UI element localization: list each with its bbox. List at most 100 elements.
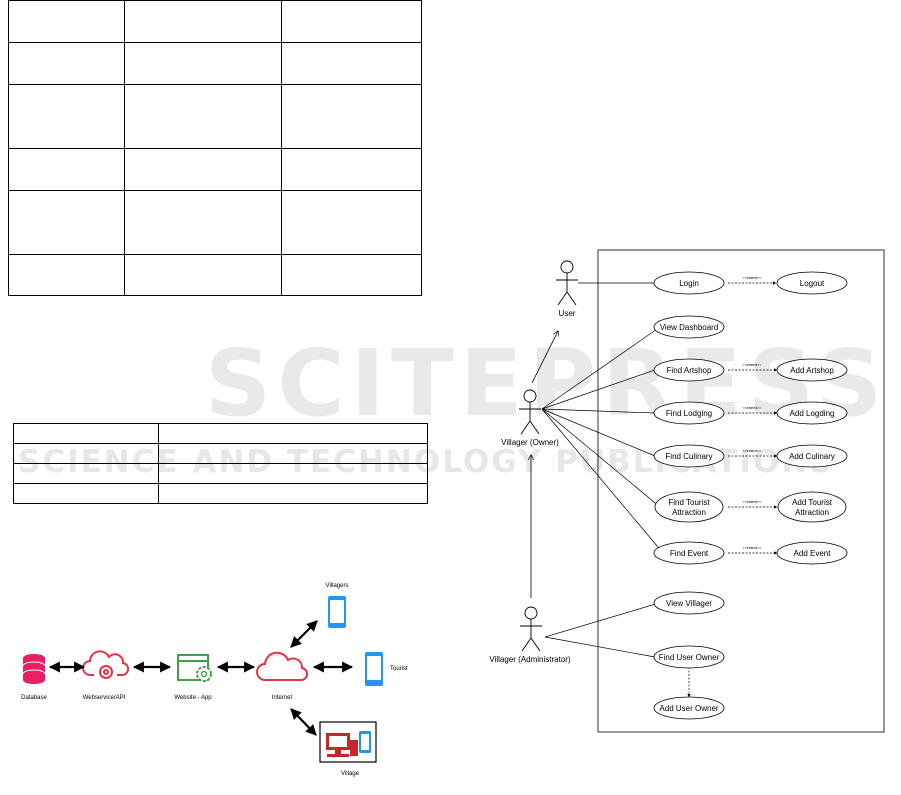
table-cell <box>158 483 428 504</box>
actor-user-label: User <box>559 309 576 318</box>
usecase-view-villager <box>653 591 725 615</box>
usecase-add-user-owner <box>653 696 725 720</box>
usecase-find-user-owner <box>653 645 725 669</box>
usecase-find-culinary <box>653 444 725 468</box>
usecase-find-tourist-attraction <box>654 491 724 523</box>
usecase-label: Login <box>679 279 699 288</box>
usecase-label: Add Artshop <box>790 366 834 375</box>
table-cell <box>8 84 125 149</box>
extend-label: <<extend>> <box>743 363 762 367</box>
usecase-label: Add Event <box>794 549 832 558</box>
village-label: Village <box>341 771 360 777</box>
extend-label: <<extend>> <box>743 406 762 410</box>
usecase-find-artshop <box>653 358 725 382</box>
actor-admin-icon <box>520 606 542 652</box>
usecase-login <box>653 271 725 295</box>
table-cell <box>124 148 282 191</box>
owner-to-user-arrow <box>531 331 558 384</box>
usecase-add-logding <box>776 401 848 425</box>
table-row <box>8 190 422 255</box>
table-2 <box>13 423 428 504</box>
table-cell <box>158 443 428 464</box>
extend-label: <<extend>> <box>743 276 762 280</box>
extend-label: <<extend>> <box>743 449 762 453</box>
actor-admin-label: Villager (Administrator) <box>489 655 571 664</box>
extend-label: <<extend>> <box>743 500 762 504</box>
database-label: Database <box>21 695 47 701</box>
usecase-label: Find User Owner <box>659 653 720 662</box>
usecase-label: Attraction <box>672 508 706 517</box>
table-cell <box>281 190 422 255</box>
table-cell <box>124 0 282 43</box>
table-cell <box>281 148 422 191</box>
table-row <box>13 463 428 484</box>
architecture-diagram: Database Webservice/API Website - App In… <box>21 583 408 777</box>
table-cell <box>13 423 159 444</box>
usecase-label: Add Logding <box>790 409 835 418</box>
villagers-label: Villagers <box>326 583 349 589</box>
table-cell <box>8 148 125 191</box>
table-row <box>13 443 428 464</box>
table-cell <box>8 42 125 85</box>
actor-owner-label: Villager (Owner) <box>501 438 559 447</box>
table-cell <box>8 254 125 296</box>
extend-label: <<extend>> <box>743 546 762 550</box>
arrow-internet-village <box>290 708 317 736</box>
usecase-label: View Villager <box>666 599 712 608</box>
usecase-find-lodging <box>653 401 725 425</box>
usecase-label: Find Lodging <box>666 409 712 418</box>
database-icon <box>22 654 46 684</box>
usecase-label: Attraction <box>795 508 829 517</box>
table-cell <box>281 42 422 85</box>
usecase-label: Find Tourist <box>668 498 710 507</box>
usecase-add-tourist-attraction <box>777 491 847 523</box>
system-boundary <box>597 249 885 733</box>
table-row <box>8 84 422 149</box>
table-row <box>8 254 422 296</box>
usecase-label: Add Tourist <box>792 498 833 507</box>
table-cell <box>281 84 422 149</box>
table-cell <box>124 84 282 149</box>
table-cell <box>8 190 125 255</box>
actor-user-icon <box>556 260 578 306</box>
table-cell <box>158 463 428 484</box>
table-cell <box>13 463 159 484</box>
actor-owner-icon <box>519 389 541 435</box>
webservice-cloud-icon <box>82 650 130 679</box>
usecase-label: Logout <box>800 279 825 288</box>
village-devices-icon <box>319 721 377 763</box>
usecase-logout <box>776 271 848 295</box>
website-label: Website - App <box>174 695 212 701</box>
watermark-title: SCITEPRESS <box>205 330 889 437</box>
table-row <box>8 42 422 85</box>
website-gear-icon <box>177 654 212 682</box>
table-cell <box>158 423 428 444</box>
usecase-label: Add Culinary <box>789 452 835 461</box>
usecase-add-event <box>776 541 848 565</box>
table-cell <box>8 0 125 43</box>
table-row <box>8 148 422 191</box>
usecase-label: Find Event <box>670 549 709 558</box>
usecase-add-culinary <box>776 444 848 468</box>
internet-label: Internet <box>272 695 293 701</box>
table-cell <box>124 42 282 85</box>
usecase-label: Find Artshop <box>667 366 712 375</box>
usecase-label: View Dashboard <box>660 323 719 332</box>
tourist-label: Tourist <box>390 666 408 672</box>
usecase-add-artshop <box>776 358 848 382</box>
table-cell <box>13 443 159 464</box>
usecase-view-dashboard <box>653 315 725 339</box>
table-row <box>8 0 422 43</box>
usecase-label: Add User Owner <box>659 704 718 713</box>
tourist-phone-icon <box>365 652 383 686</box>
villagers-phone-icon <box>328 596 346 628</box>
table-cell <box>13 483 159 504</box>
arrow-internet-villagers <box>290 620 318 648</box>
webservice-label: Webservice/API <box>83 695 126 701</box>
table-cell <box>281 254 422 296</box>
table-row <box>13 423 428 444</box>
use-case-diagram: User Villager (Owner) Villager (Administ… <box>489 249 885 733</box>
usecase-label: Find Culinary <box>665 452 712 461</box>
internet-cloud-icon <box>256 651 309 682</box>
usecase-find-event <box>653 541 725 565</box>
